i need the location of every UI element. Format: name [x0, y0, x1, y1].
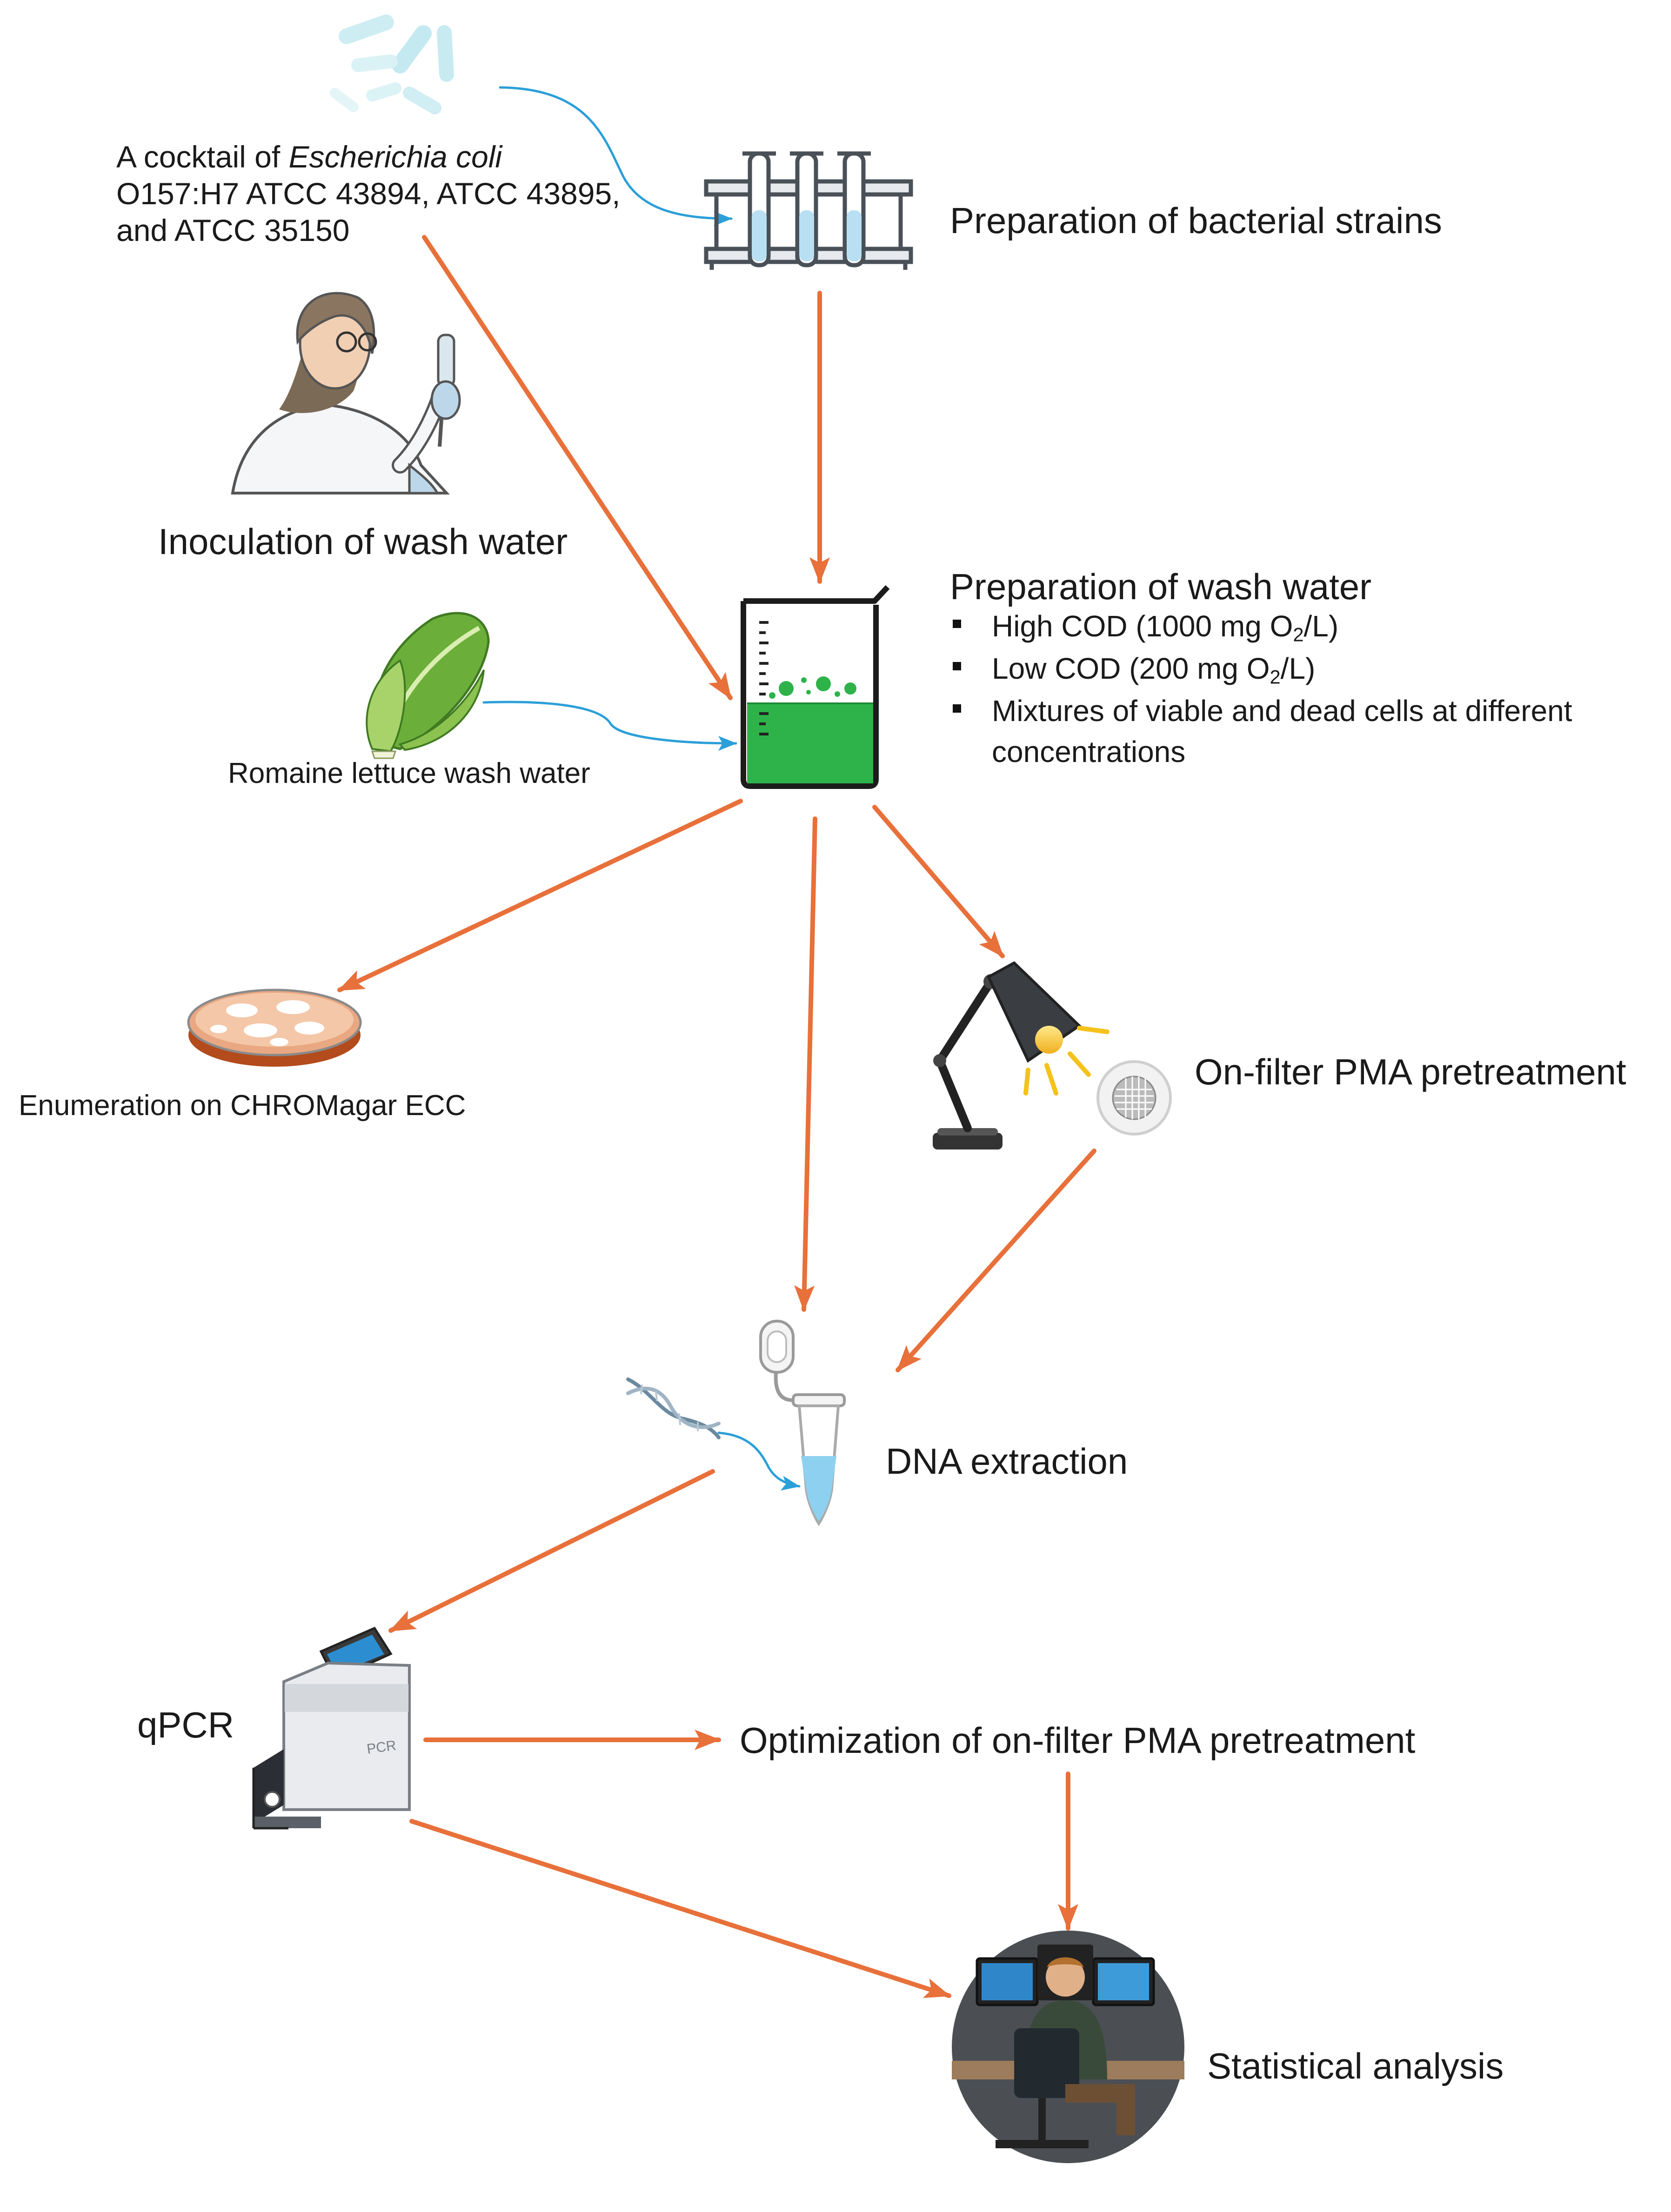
arrow-ecoli-to-washwater: [422, 235, 733, 700]
arrow-ecoli-to-strains: [499, 86, 733, 226]
romaine-lettuce-wash-water-label: Romaine lettuce wash water: [228, 757, 590, 789]
ecoli-label-strains-end: and ATCC 35150: [116, 213, 350, 248]
inoculation-wash-water-label: Inoculation of wash water: [158, 521, 568, 562]
wash-water-conditions-list: High COD (1000 mg O2/L) Low COD (200 mg …: [950, 606, 1572, 772]
dna-helix-icon: [626, 1377, 721, 1439]
preparation-bacterial-strains-label: Preparation of bacterial strains: [950, 200, 1442, 241]
orange-arrows: [337, 235, 1096, 1998]
blue-arrows: [482, 86, 801, 1491]
enumeration-chromagar-label: Enumeration on CHROMagar ECC: [19, 1089, 466, 1122]
arrow-lettuce-to-washwater: [482, 701, 737, 751]
preparation-wash-water-title: Preparation of wash water: [950, 566, 1372, 607]
pcr-machine-icon: PCR: [252, 1626, 411, 1830]
wash-water-condition-high-cod: High COD (1000 mg O2/L): [950, 606, 1572, 648]
petri-dish-icon: [187, 989, 362, 1067]
arrow-washwater-to-dna: [794, 816, 817, 1312]
desk-lamp-icon: [933, 961, 1110, 1149]
ecoli-label-prefix: A cocktail of: [116, 140, 281, 174]
arrow-pma-to-dna: [896, 1149, 1096, 1372]
test-tube-rack-icon: [704, 151, 913, 270]
analyst-at-computer-icon: [952, 1931, 1184, 2163]
filter-membrane-icon: [1096, 1060, 1172, 1136]
microcentrifuge-tube-icon: [759, 1320, 846, 1526]
wash-water-condition-mixtures: Mixtures of viable and dead cells at dif…: [950, 690, 1572, 773]
ecoli-cocktail-label: A cocktail of Escherichia coli O157:H7 A…: [116, 139, 621, 249]
dna-extraction-label: DNA extraction: [886, 1441, 1128, 1482]
arrow-washwater-to-pma: [872, 805, 1005, 958]
bacteria-cells-icon: [330, 14, 454, 114]
romaine-lettuce-icon: [366, 612, 490, 759]
light-rays: [1023, 1026, 1110, 1096]
ecoli-label-strains: O157:H7 ATCC 43894, ATCC 43895,: [116, 176, 621, 211]
arrow-washwater-to-enumeration: [337, 799, 743, 992]
wash-water-condition-low-cod: Low COD (200 mg O2/L): [950, 648, 1572, 690]
arrow-dna-helix-to-tube: [717, 1431, 801, 1491]
beaker-icon: [741, 585, 890, 789]
optimization-pma-label: Optimization of on-filter PMA pretreatme…: [740, 1720, 1416, 1761]
arrow-dna-to-qpcr: [388, 1469, 715, 1633]
on-filter-pma-pretreatment-label: On-filter PMA pretreatment: [1195, 1051, 1626, 1092]
beaker-graduations: [759, 621, 769, 735]
qpcr-label: qPCR: [137, 1704, 234, 1745]
statistical-analysis-label: Statistical analysis: [1207, 2045, 1504, 2086]
test-tubes: [742, 151, 871, 267]
scientist-icon: [231, 292, 461, 495]
ecoli-species-name: Escherichia coli: [288, 140, 502, 174]
green-wash-water: [747, 703, 873, 783]
arrow-qpcr-to-statistics: [409, 1819, 951, 1998]
